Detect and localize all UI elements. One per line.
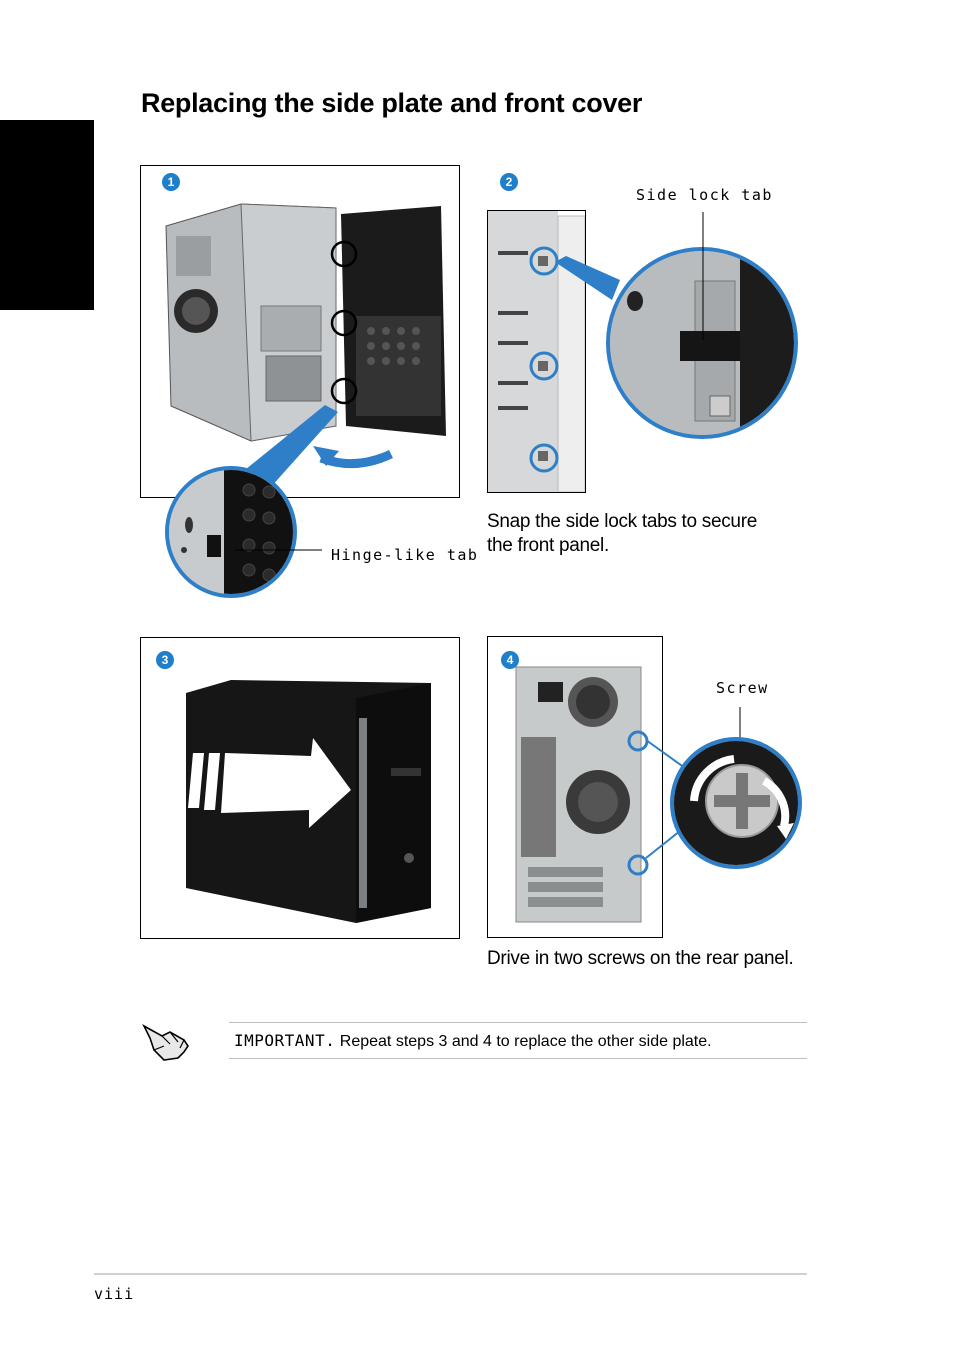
step-4-badge: 4 xyxy=(501,651,519,669)
pointing-hand-icon xyxy=(142,1024,189,1061)
step-2-figure xyxy=(487,210,586,493)
step-4-figure: 4 xyxy=(487,636,663,938)
side-lock-tab-closeup xyxy=(606,247,798,439)
side-lock-tab-label: Side lock tab xyxy=(636,186,773,204)
hinge-tab-closeup xyxy=(165,466,297,598)
note-heading: IMPORTANT. xyxy=(234,1031,336,1050)
step-3-badge: 3 xyxy=(156,651,174,669)
note-top-rule xyxy=(229,1022,807,1023)
step-4-caption: Drive in two screws on the rear panel. xyxy=(487,948,794,969)
page-number: viii xyxy=(94,1285,135,1303)
hinge-tab-label: Hinge-like tab xyxy=(331,546,479,564)
rear-panel-illustration xyxy=(515,666,649,923)
step-3-figure: 3 xyxy=(140,637,460,939)
step-2-badge: 2 xyxy=(500,173,518,191)
side-lock-panel-illustration xyxy=(488,211,585,492)
page-title: Replacing the side plate and front cover xyxy=(141,88,643,118)
screw-closeup xyxy=(670,737,802,869)
section-tab xyxy=(0,120,94,310)
step-1-badge: 1 xyxy=(162,173,180,191)
screw-label: Screw xyxy=(716,679,769,697)
closed-chassis-illustration xyxy=(186,680,431,923)
step-1-figure: 1 xyxy=(140,165,460,498)
open-chassis-illustration xyxy=(165,203,446,469)
step-2-caption-line-1: Snap the side lock tabs to secure xyxy=(487,511,757,532)
important-note: IMPORTANT. Repeat steps 3 and 4 to repla… xyxy=(234,1031,712,1051)
footer-rule xyxy=(94,1273,807,1275)
note-bottom-rule xyxy=(229,1058,807,1059)
note-body: Repeat steps 3 and 4 to replace the othe… xyxy=(339,1033,712,1050)
step-2-caption-line-2: the front panel. xyxy=(487,535,609,556)
